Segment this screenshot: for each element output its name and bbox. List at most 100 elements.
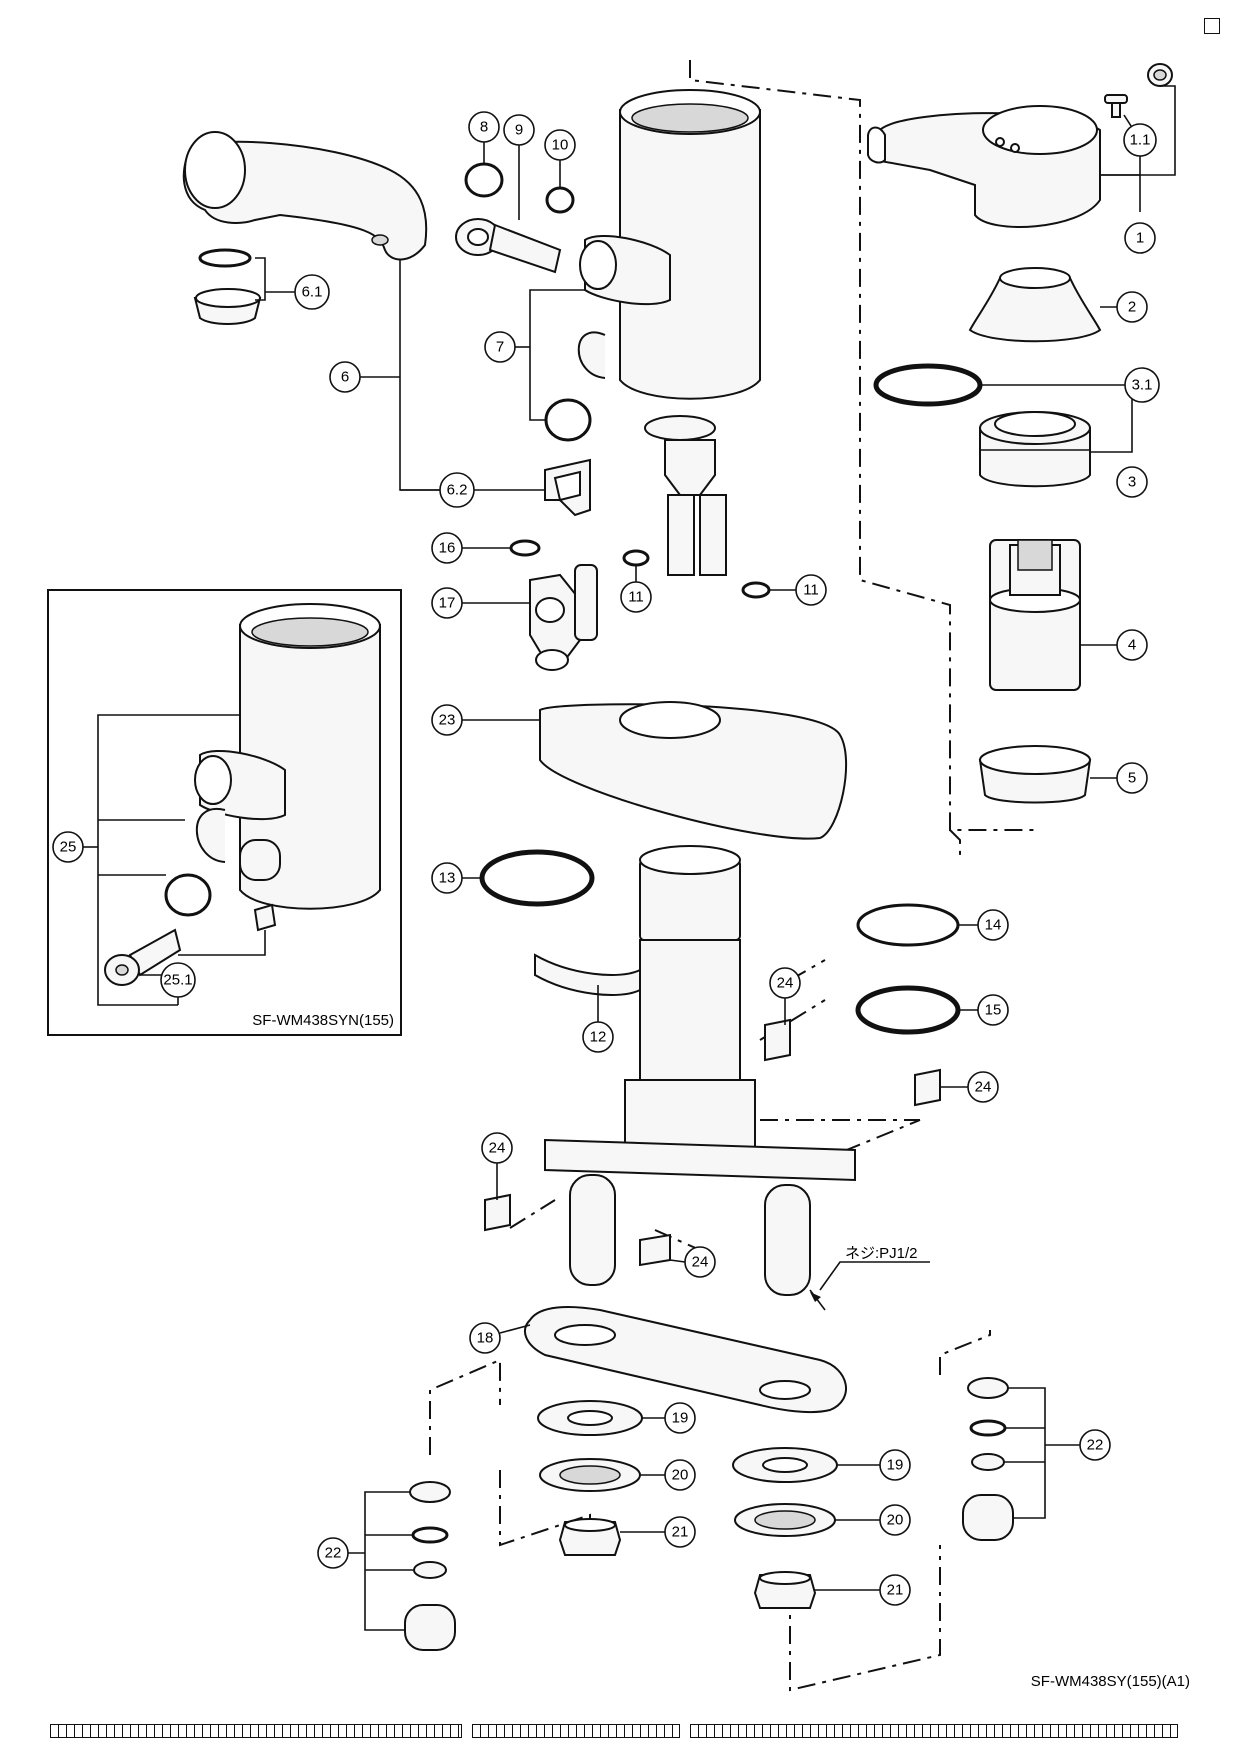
part-1-1-screw xyxy=(1104,94,1128,118)
part-3-nut xyxy=(979,411,1091,488)
callout-25: 25 xyxy=(52,831,84,863)
svg-text:6.1: 6.1 xyxy=(302,284,323,301)
central-valve-body xyxy=(544,845,856,1296)
part-6-2-clip xyxy=(544,458,591,517)
part-8-o-ring xyxy=(464,162,504,198)
svg-text:10: 10 xyxy=(552,137,569,154)
part-2-cover xyxy=(968,267,1102,343)
callout-21-left: 21 xyxy=(664,1516,696,1548)
part-11-o-ring-a xyxy=(622,549,650,567)
part-4-cartridge xyxy=(989,539,1081,691)
part-24-clip-b xyxy=(914,1068,941,1107)
svg-text:1: 1 xyxy=(1136,230,1144,247)
svg-text:14: 14 xyxy=(985,917,1002,934)
callout-11-b: 11 xyxy=(795,574,827,606)
callout-3-1: 3.1 xyxy=(1124,367,1160,403)
svg-text:20: 20 xyxy=(672,1467,689,1484)
part-7-snap-ring xyxy=(577,331,606,379)
callout-6-2: 6.2 xyxy=(439,472,475,508)
part-9-connector xyxy=(455,218,562,274)
part-12-clip xyxy=(534,953,641,996)
svg-text:2: 2 xyxy=(1128,299,1136,316)
part-5-ring xyxy=(978,745,1092,804)
callout-1: 1 xyxy=(1124,222,1156,254)
part-19-washer-left xyxy=(537,1400,643,1436)
part-19-washer-right xyxy=(732,1447,838,1483)
part-6-1-aerator xyxy=(193,248,262,325)
callout-19-right: 19 xyxy=(879,1449,911,1481)
svg-text:15: 15 xyxy=(985,1002,1002,1019)
part-24-clip-d xyxy=(639,1233,671,1267)
callout-25-1: 25.1 xyxy=(160,962,196,998)
callout-6-1: 6.1 xyxy=(294,274,330,310)
part-18-gasket xyxy=(524,1306,847,1414)
callout-20-right: 20 xyxy=(879,1504,911,1536)
part-6-spout xyxy=(182,131,428,261)
callout-24-b: 24 xyxy=(967,1071,999,1103)
callout-21-right: 21 xyxy=(879,1574,911,1606)
callout-6: 6 xyxy=(329,361,361,393)
part-17-elbow xyxy=(529,564,598,671)
inset-stem xyxy=(104,928,182,986)
callout-2: 2 xyxy=(1116,291,1148,323)
part-24-clip-c xyxy=(484,1193,511,1232)
svg-text:22: 22 xyxy=(1087,1437,1104,1454)
thread-note-arrow xyxy=(810,1292,821,1302)
callout-24-c: 24 xyxy=(481,1132,513,1164)
callout-3: 3 xyxy=(1116,466,1148,498)
part-10-o-ring xyxy=(545,186,575,214)
main-model-label: SF-WM438SY(155)(A1) xyxy=(1031,1673,1190,1690)
callout-17: 17 xyxy=(431,587,463,619)
footer-box-2 xyxy=(472,1724,680,1738)
svg-text:4: 4 xyxy=(1128,637,1136,654)
part-1-cap xyxy=(1147,63,1173,87)
part-7-o-ring xyxy=(544,398,592,442)
svg-text:3: 3 xyxy=(1128,474,1136,491)
callout-18: 18 xyxy=(469,1322,501,1354)
thread-note: ネジ:PJ1/2 xyxy=(845,1245,918,1262)
inset-frame xyxy=(47,589,402,1036)
svg-text:21: 21 xyxy=(887,1582,904,1599)
inset-snap-ring xyxy=(195,807,226,863)
callout-4: 4 xyxy=(1116,629,1148,661)
part-16-o-ring xyxy=(509,539,541,557)
inset-o-ring xyxy=(164,873,212,917)
svg-text:24: 24 xyxy=(489,1140,506,1157)
callout-22-right: 22 xyxy=(1079,1429,1111,1461)
svg-text:17: 17 xyxy=(439,595,456,612)
diverter-stem xyxy=(644,415,727,576)
svg-text:24: 24 xyxy=(692,1254,709,1271)
svg-text:1.1: 1.1 xyxy=(1130,132,1151,149)
footer-box-1 xyxy=(50,1724,462,1738)
part-22-fittings-left xyxy=(404,1481,456,1651)
callout-24-d: 24 xyxy=(684,1246,716,1278)
main-body xyxy=(579,89,761,400)
part-20-lock-washer-left xyxy=(539,1458,641,1492)
svg-text:12: 12 xyxy=(590,1029,607,1046)
part-21-nut-left xyxy=(558,1518,622,1556)
svg-text:6.2: 6.2 xyxy=(447,482,468,499)
svg-text:22: 22 xyxy=(325,1545,342,1562)
callout-12: 12 xyxy=(582,1021,614,1053)
callout-14: 14 xyxy=(977,909,1009,941)
svg-text:7: 7 xyxy=(496,339,504,356)
svg-text:25.1: 25.1 xyxy=(163,972,192,989)
svg-text:18: 18 xyxy=(477,1330,494,1347)
callout-19-left: 19 xyxy=(664,1402,696,1434)
callout-24-a: 24 xyxy=(769,967,801,999)
svg-text:19: 19 xyxy=(672,1410,689,1427)
inset-clip xyxy=(253,903,277,932)
svg-text:25: 25 xyxy=(60,839,77,856)
callout-5: 5 xyxy=(1116,762,1148,794)
part-11-o-ring-b xyxy=(741,581,771,599)
part-3-1-o-ring xyxy=(873,363,983,407)
callout-20-left: 20 xyxy=(664,1459,696,1491)
part-22-fittings-right xyxy=(962,1377,1014,1541)
callout-22-left: 22 xyxy=(317,1537,349,1569)
svg-text:6: 6 xyxy=(341,369,349,386)
footer-box-3 xyxy=(690,1724,1178,1738)
callout-10: 10 xyxy=(544,129,576,161)
svg-text:3.1: 3.1 xyxy=(1132,377,1153,394)
svg-text:19: 19 xyxy=(887,1457,904,1474)
